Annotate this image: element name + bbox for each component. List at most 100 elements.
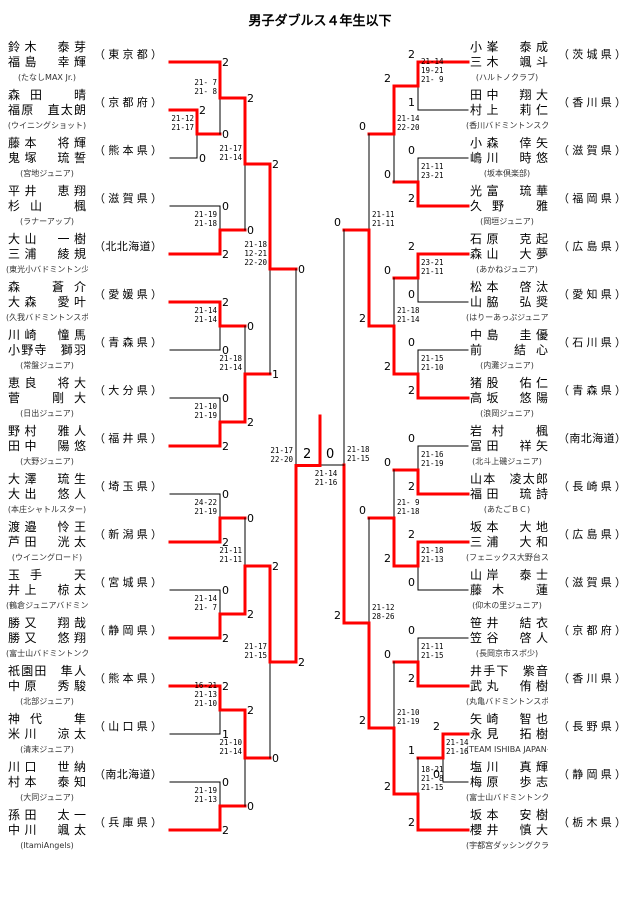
- match-score: 2: [334, 609, 341, 622]
- player-name: 塩川 真輝: [470, 760, 548, 774]
- player-name: 久野 雅: [470, 199, 548, 213]
- match-score: 0: [222, 488, 229, 501]
- match-score: 0: [199, 152, 206, 165]
- team-name: (あかねジュニア): [476, 265, 538, 274]
- match-score: 0: [222, 584, 229, 597]
- player-name: 石原 克起: [470, 232, 548, 246]
- player-name: 中原 秀駿: [8, 679, 86, 693]
- game-scores: 18-21 21- 8 21-15: [421, 765, 444, 792]
- team-name: (富士山バドミントンクラブ): [466, 793, 548, 802]
- player-name: 中川 颯太: [8, 823, 86, 837]
- player-name: 櫻井 慎大: [470, 823, 548, 837]
- match-score: 0: [247, 224, 254, 237]
- prefecture: （北北海道）: [94, 240, 162, 253]
- team-name: (宮地ジュニア): [20, 169, 74, 178]
- match-score: 0: [222, 128, 229, 141]
- player-name: 大出 悠人: [8, 487, 86, 501]
- player-name: 村上 莉仁: [470, 103, 548, 117]
- team-name: (北斗上磯ジュニア): [472, 457, 542, 466]
- prefecture: （熊本県）: [94, 144, 162, 157]
- game-scores: 21-14 22-20: [397, 114, 420, 132]
- player-name: 孫田 太一: [8, 808, 86, 822]
- prefecture: （青森県）: [94, 336, 162, 349]
- team-name: (ラナーアップ): [20, 217, 74, 226]
- prefecture: （山口県）: [94, 720, 162, 733]
- match-score: 2: [247, 416, 254, 429]
- team-name: (ウイニングショット): [7, 121, 87, 130]
- player-name: 梅原 歩志: [470, 775, 548, 789]
- match-score: 2: [222, 824, 229, 837]
- match-score: 0: [222, 200, 229, 213]
- team-name: (はりーあっぷジュニア): [466, 313, 548, 322]
- player-name: 永見 拓樹: [470, 727, 548, 741]
- match-score: 2: [222, 632, 229, 645]
- match-score: 2: [384, 780, 391, 793]
- game-scores: 21-19 21-18: [194, 210, 217, 228]
- player-name: 笹井 結衣: [470, 616, 548, 630]
- player-name: 小森 倖矢: [470, 136, 548, 150]
- player-name: 武丸 侑樹: [470, 679, 548, 693]
- prefecture: （京都府）: [94, 96, 162, 109]
- match-score: 0: [408, 144, 415, 157]
- player-name: 福島 幸輝: [8, 55, 86, 69]
- player-name: 猪股 佑仁: [470, 376, 548, 390]
- game-scores: 16-21 21-13 21-10: [194, 681, 217, 708]
- team-name: (フェニックス大野台スポーツ少年団): [466, 553, 548, 562]
- prefecture: （滋賀県）: [558, 576, 626, 589]
- team-name: (たなしMAX Jr.): [17, 73, 77, 82]
- team-name: (東光小バドミントン少年団): [6, 265, 88, 274]
- game-scores: 21-12 21-17: [171, 114, 194, 132]
- match-score: 2: [359, 312, 366, 325]
- player-name: 杉山 楓: [8, 199, 86, 213]
- game-scores: 21-18 21-14: [397, 306, 420, 324]
- match-score: 2: [272, 560, 279, 573]
- team-name: (日出ジュニア): [20, 409, 74, 418]
- game-scores: 21-11 23-21: [421, 162, 444, 180]
- prefecture: （福井県）: [94, 432, 162, 445]
- player-name: 森山 大夢: [470, 247, 548, 261]
- player-name: 福田 琉詩: [470, 487, 548, 501]
- match-score: 2: [384, 72, 391, 85]
- player-name: 鈴木 泰芽: [8, 40, 86, 54]
- game-scores: 21-14 19-21 21- 9: [421, 57, 444, 84]
- player-name: 大山 一樹: [8, 232, 86, 246]
- match-score: 0: [408, 336, 415, 349]
- player-name: 岩村 楓: [470, 424, 548, 438]
- player-name: 坂本 安樹: [470, 808, 548, 822]
- player-name: 渡邉 怜王: [8, 520, 86, 534]
- team-name: (ハルトノクラブ): [475, 73, 539, 82]
- game-scores: 21-19 21-13: [194, 786, 217, 804]
- team-name: (本庄シャトルスター): [7, 505, 87, 514]
- game-scores: 21-16 21-19: [421, 450, 444, 468]
- match-score: 0: [272, 752, 279, 765]
- prefecture: （南北海道）: [94, 768, 162, 781]
- player-name: 光富 琉華: [470, 184, 548, 198]
- team-name: (大同ジュニア): [20, 793, 74, 802]
- team-name: (富士山バドミントンクラブ): [6, 649, 88, 658]
- match-score: 1: [408, 96, 415, 109]
- prefecture: （青森県）: [558, 384, 626, 397]
- player-name: 勝又 翔哉: [8, 616, 86, 630]
- match-score: 2: [222, 680, 229, 693]
- player-name: 米川 涼太: [8, 727, 86, 741]
- prefecture: （南北海道）: [558, 432, 626, 445]
- player-name: 井上 椋太: [8, 583, 86, 597]
- player-name: 田中 翔大: [470, 88, 548, 102]
- game-scores: 21-11 21-11: [372, 210, 395, 228]
- player-name: 小峯 泰成: [470, 40, 548, 54]
- game-scores: 21-18 21-14: [219, 354, 242, 372]
- prefecture: （新潟県）: [94, 528, 162, 541]
- team-name: (久我バドミントンスポーツ少年団): [6, 313, 88, 322]
- match-score: 0: [247, 512, 254, 525]
- team-name: (内灘ジュニア): [480, 361, 534, 370]
- team-name: (常盤ジュニア): [20, 361, 74, 370]
- prefecture: （埼玉県）: [94, 480, 162, 493]
- team-name: (鶴倉ジュニアバドミントン): [6, 601, 88, 610]
- game-scores: 21- 7 21- 8: [194, 78, 217, 96]
- prefecture: （大分県）: [94, 384, 162, 397]
- player-name: 森 蒼介: [8, 280, 86, 294]
- match-score: 0: [408, 288, 415, 301]
- final-game-scores: 21-14 21-16: [314, 469, 338, 487]
- team-name: (長岡京市スポ少): [475, 649, 539, 658]
- team-name: (TEAM ISHIBA JAPAN長野): [466, 745, 548, 754]
